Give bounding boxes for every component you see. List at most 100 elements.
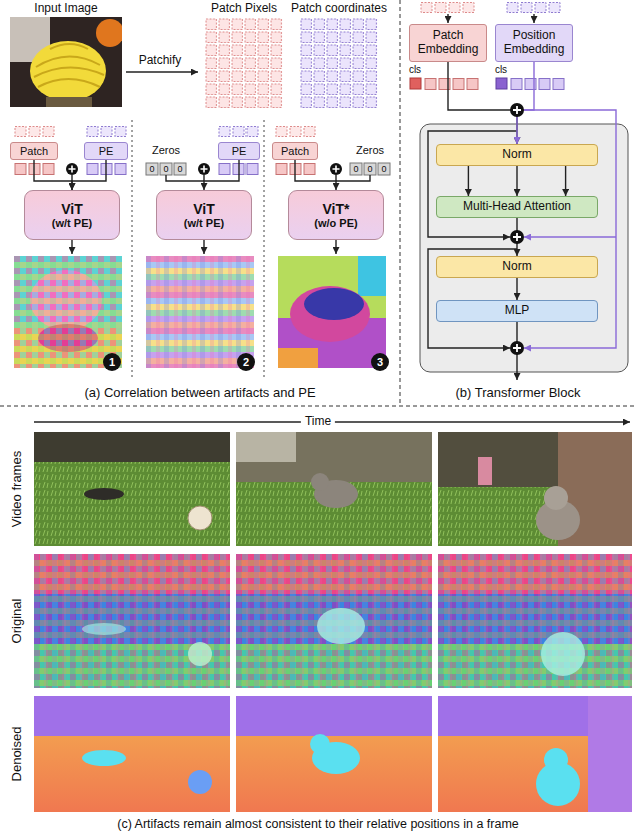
input-label: Zeros [356,144,384,157]
input-arrow [447,14,448,23]
denoised-map [310,734,330,754]
box-text: (w/t PE) [184,217,224,230]
video-frame [236,432,432,546]
panel-caption: (a) Correlation between artifacts and PE [84,386,315,401]
flow-arrow [72,160,106,190]
token-row [14,126,56,137]
callout-circle [103,353,121,371]
merge-wire [166,175,204,181]
row-label: Denoised [10,727,25,782]
token-label: cls [495,64,507,76]
add-symbol [330,163,342,175]
axis-label: Time [301,415,335,429]
add-symbol [513,106,521,114]
artifact-map [82,623,126,635]
callout-number: 1 [109,356,115,369]
merge-wire [71,240,72,254]
denoised-map [34,696,230,812]
flow-arrow [34,160,72,190]
column-divider [132,120,133,378]
denoised-map [34,696,230,812]
denoised-map [188,770,212,794]
token-row [506,2,562,13]
zero-value: 0 [381,164,386,174]
add-symbol [66,163,78,175]
denoised-map [82,750,126,766]
panel-divider [0,0,637,406]
artifact-map [188,642,212,666]
zero-token [146,163,158,175]
video-frame [84,488,124,500]
grid-label: Patch coordinates [291,2,387,16]
denoised-map [236,696,432,736]
flow-arrow [565,166,566,196]
add-symbol [510,103,524,117]
artifact-map [34,554,230,688]
token-row [410,78,421,89]
figure-caption: (c) Artifacts remain almost consistent t… [117,817,519,831]
flow-arrow [468,166,469,196]
add-symbol [513,344,521,352]
add-symbol [513,233,521,241]
input-photo [10,17,124,107]
zero-token [378,163,390,175]
merge-wire [71,175,72,181]
embedding-box: PE [218,142,260,160]
callout-circle [237,353,255,371]
add-symbol [510,341,524,355]
token-row [424,78,480,90]
patch-grid [205,18,283,109]
column-divider [264,120,265,378]
artifact-map [14,256,122,368]
panel-caption: (b) Transformer Block [456,386,581,401]
box-text: Patch [281,145,309,158]
box-text: Norm [502,260,531,274]
video-frame [34,462,230,546]
patchify-arrow [126,71,198,72]
denoised-map [236,696,432,812]
denoised-map [236,696,432,812]
box-text: ViT [193,201,215,217]
video-frame [34,432,230,546]
artifact-map [236,554,432,688]
token-row [275,163,317,175]
add-symbol [198,163,210,175]
box-text: (w/t PE) [52,217,92,230]
zero-value: 0 [163,164,168,174]
add-symbol [510,230,524,244]
layer-box: Multi-Head Attention [436,196,598,218]
video-frame [236,432,296,462]
zero-value: 0 [367,164,372,174]
add-symbol [69,166,76,173]
input-photo [46,97,92,107]
row-label: Original [10,599,25,644]
model-box: ViT(w/t PE) [24,190,120,240]
artifact-map [146,256,254,368]
input-photo [30,41,106,101]
box-text: Patch [20,145,48,158]
box-text: PE [99,145,114,158]
artifact-map [236,554,432,688]
grid-label: Patch Pixels [211,2,277,16]
artifact-map [34,554,230,688]
add-symbol [333,166,340,173]
flow-arrow [516,166,517,196]
artifact-map [236,554,432,688]
denoised-map [438,696,632,812]
artifact-map [290,286,370,342]
token-row [86,163,128,175]
callout-circle [103,353,389,371]
artifact-map [438,554,632,688]
zero-token [350,163,362,175]
box-text: Norm [502,148,531,162]
video-frame [34,432,230,546]
token-row [14,163,56,175]
layer-box: MLP [436,300,598,322]
position-wire [524,236,616,237]
token-label: cls [409,64,421,76]
token-row [420,2,476,13]
coordinate-grid [300,18,378,109]
video-frame [188,506,212,530]
input-photo [96,19,124,47]
